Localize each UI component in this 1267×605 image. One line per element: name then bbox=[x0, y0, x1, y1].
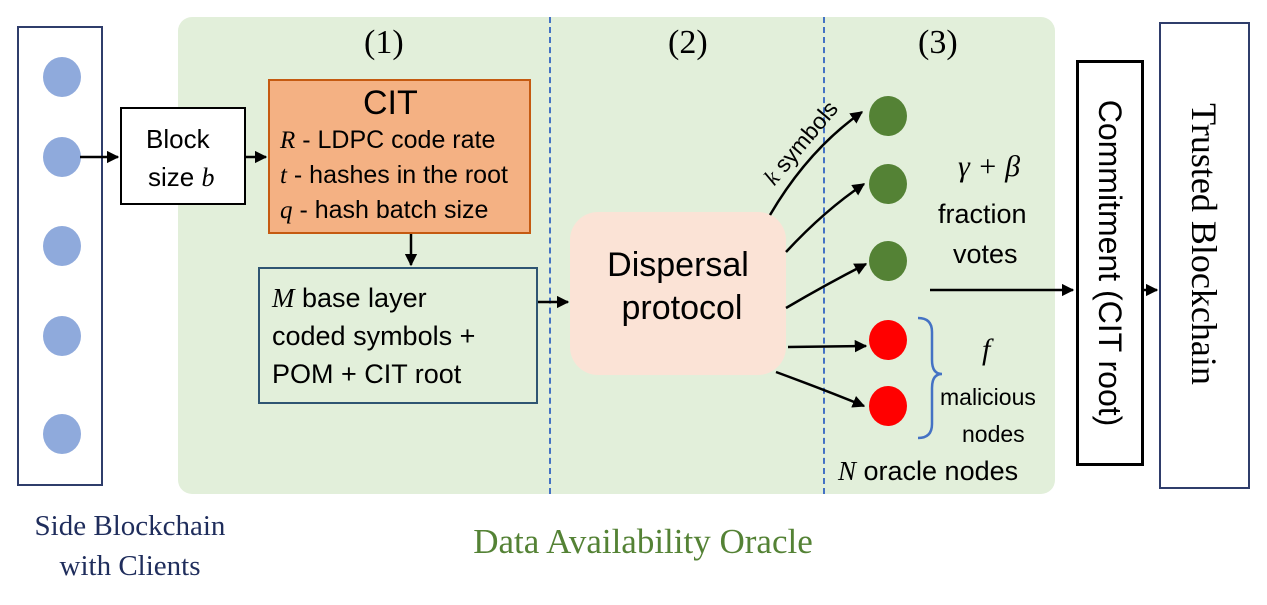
honest-node bbox=[869, 241, 907, 281]
vote-fraction-formula: γ + β bbox=[958, 150, 1021, 183]
arrow-dispersal-to-node-4 bbox=[787, 339, 868, 353]
side-blockchain-title-line1: Side Blockchain bbox=[34, 510, 226, 542]
dispersal-line2: protocol bbox=[621, 289, 743, 327]
dispersal-protocol-box bbox=[570, 212, 786, 375]
votes-line2: votes bbox=[953, 239, 1018, 269]
malicious-count-var: f bbox=[982, 333, 991, 366]
commitment-box bbox=[1076, 60, 1144, 466]
malicious-brace bbox=[917, 316, 943, 440]
section-1-label: (1) bbox=[364, 24, 404, 61]
cit-title: CIT bbox=[363, 84, 418, 122]
block-size-line1: Block bbox=[146, 124, 210, 154]
client-node bbox=[43, 137, 81, 177]
votes-line1: fraction bbox=[938, 199, 1027, 229]
section-3-label: (3) bbox=[918, 24, 958, 61]
coded-symbols-line3: POM + CIT root bbox=[272, 359, 462, 389]
trusted-blockchain-box bbox=[1159, 22, 1250, 489]
honest-node bbox=[869, 96, 907, 136]
malicious-line2: nodes bbox=[962, 421, 1025, 447]
block-size-line2: size b bbox=[148, 162, 215, 192]
cit-box bbox=[268, 79, 531, 234]
arrow-dispersal-to-node-1 bbox=[768, 110, 864, 216]
section-2-label: (2) bbox=[668, 24, 708, 61]
honest-node bbox=[869, 164, 907, 204]
malicious-node bbox=[869, 386, 907, 426]
dispersal-line1: Dispersal bbox=[607, 246, 749, 284]
arrow-dispersal-to-node-3 bbox=[785, 262, 868, 310]
cit-param-r: R - LDPC code rate bbox=[280, 126, 496, 154]
coded-symbols-line2: coded symbols + bbox=[272, 321, 476, 351]
side-blockchain-title-line2: with Clients bbox=[59, 550, 201, 582]
client-node bbox=[43, 226, 81, 266]
arrow-dispersal-to-node-2 bbox=[785, 182, 866, 253]
client-node bbox=[43, 316, 81, 356]
client-node bbox=[43, 414, 81, 454]
section-divider-2 bbox=[823, 17, 825, 494]
oracle-nodes-label: N oracle nodes bbox=[838, 456, 1019, 486]
malicious-node bbox=[869, 320, 907, 360]
cit-param-t: t - hashes in the root bbox=[280, 161, 508, 189]
cit-param-q: q - hash batch size bbox=[280, 196, 489, 224]
malicious-line1: malicious bbox=[940, 384, 1036, 410]
coded-symbols-line1: M base layer bbox=[272, 283, 427, 313]
section-divider-1 bbox=[549, 17, 551, 494]
oracle-title: Data Availability Oracle bbox=[473, 522, 813, 561]
arrow-dispersal-to-node-5 bbox=[775, 370, 866, 408]
client-node bbox=[43, 57, 81, 97]
block-size-box bbox=[120, 107, 246, 205]
coded-symbols-box bbox=[258, 267, 538, 404]
